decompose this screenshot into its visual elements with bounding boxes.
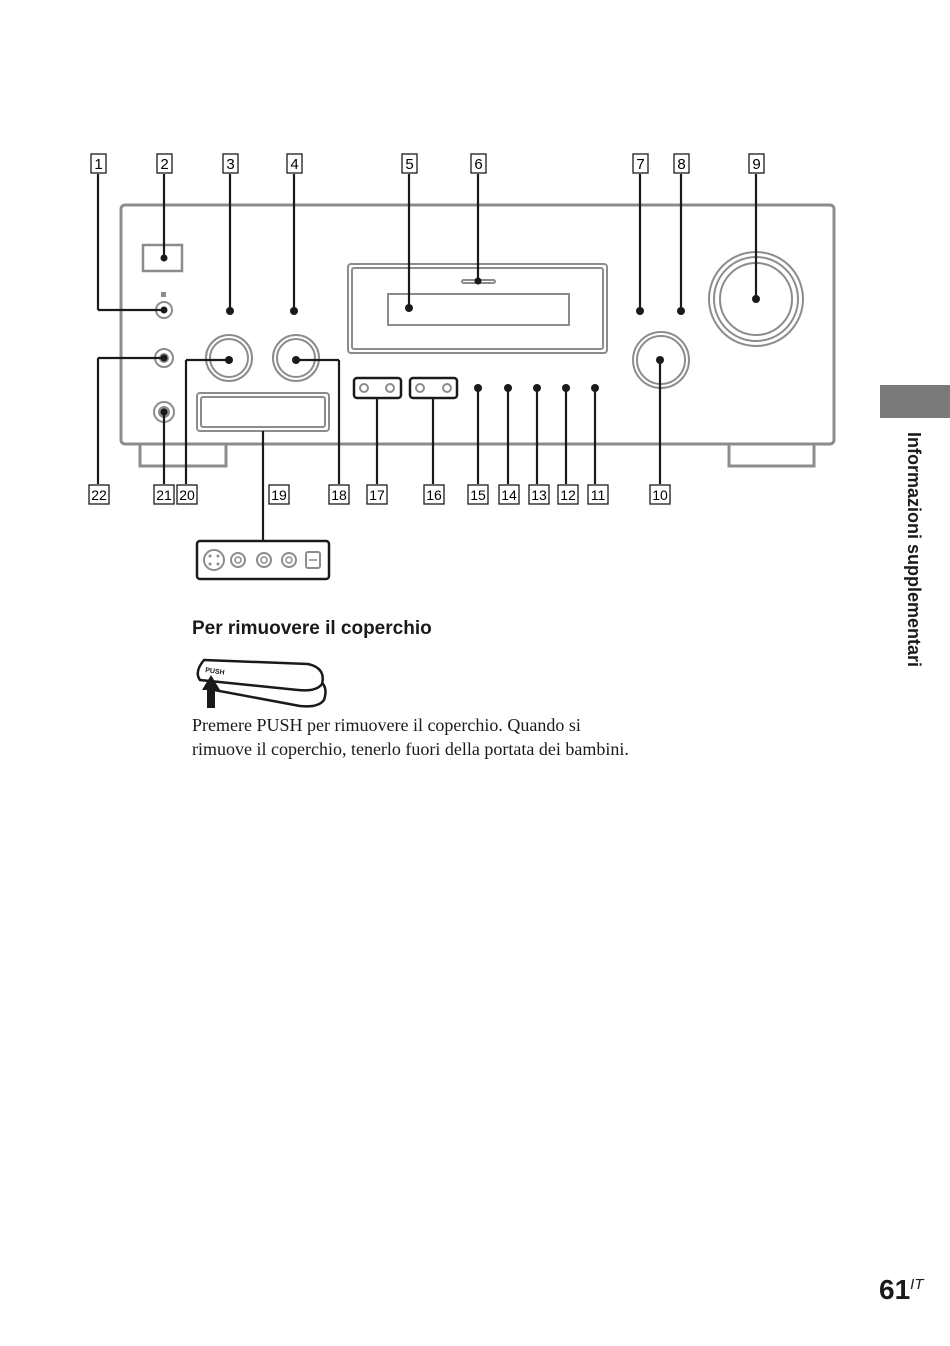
callout-16: 16	[423, 484, 445, 505]
svg-text:6: 6	[474, 156, 482, 173]
callouts-top: 1 2 3 4 5 6 7 8 9	[90, 153, 765, 174]
callout-5: 5	[401, 153, 418, 174]
callout-17: 17	[366, 484, 388, 505]
svg-text:13: 13	[531, 487, 547, 503]
svg-text:21: 21	[156, 487, 172, 503]
svg-text:9: 9	[752, 156, 760, 173]
callout-8: 8	[673, 153, 690, 174]
svg-text:3: 3	[226, 156, 234, 173]
svg-text:18: 18	[331, 487, 347, 503]
audio-r-jack	[281, 552, 297, 568]
page-language-suffix: IT	[910, 1276, 924, 1293]
callout-14: 14	[498, 484, 520, 505]
callout-4: 4	[286, 153, 303, 174]
push-label: PUSH	[205, 667, 225, 677]
callout-19: 19	[268, 484, 290, 505]
callout-15: 15	[467, 484, 489, 505]
standby-indicator	[161, 292, 166, 297]
callout-10: 10	[649, 484, 671, 505]
svg-text:5: 5	[405, 156, 413, 173]
page-number-value: 61	[879, 1274, 911, 1305]
callout-2: 2	[156, 153, 173, 174]
svg-text:16: 16	[426, 487, 442, 503]
callout-3: 3	[222, 153, 239, 174]
callouts-bottom: 22 21 20 19 18 17 16 15 14 13 12 11 10	[88, 484, 671, 505]
svg-text:11: 11	[591, 487, 606, 503]
side-tab-label: Informazioni supplementari	[904, 432, 924, 668]
svg-text:19: 19	[271, 487, 287, 503]
svg-text:1: 1	[94, 156, 102, 173]
push-cover-illustration: PUSH	[196, 658, 327, 708]
svg-text:22: 22	[91, 487, 107, 503]
svg-text:8: 8	[677, 156, 685, 173]
svg-text:4: 4	[290, 156, 298, 173]
svg-text:20: 20	[179, 487, 195, 503]
push-arrow-icon	[202, 675, 220, 708]
svg-text:2: 2	[160, 156, 168, 173]
front-cover	[196, 392, 330, 432]
page-number: 61IT	[879, 1274, 924, 1306]
video-jack	[230, 552, 246, 568]
callout-1: 1	[90, 153, 107, 174]
callout-6: 6	[470, 153, 487, 174]
svg-text:12: 12	[560, 487, 576, 503]
callout-22: 22	[88, 484, 110, 505]
leader-lines	[96, 174, 760, 541]
svg-text:7: 7	[636, 156, 644, 173]
side-tab	[880, 385, 950, 418]
svg-text:17: 17	[369, 487, 385, 503]
optical-jack	[305, 551, 321, 569]
power-switch	[141, 243, 184, 273]
button-groups	[352, 376, 459, 400]
callout-12: 12	[557, 484, 579, 505]
callout-13: 13	[528, 484, 550, 505]
s-video-jack	[203, 549, 225, 571]
svg-text:10: 10	[652, 487, 668, 503]
section-body: Premere PUSH per rimuovere il coperchio.…	[192, 715, 629, 759]
callout-18: 18	[328, 484, 350, 505]
section-heading: Per rimuovere il coperchio	[192, 618, 432, 639]
callout-21: 21	[153, 484, 175, 505]
callout-20: 20	[176, 484, 198, 505]
callout-11: 11	[587, 484, 609, 505]
receiver-front-panel-diagram: 1 2 3 4 5 6 7 8 9 22 21 20 19 18 17 16 1…	[88, 153, 836, 708]
svg-text:15: 15	[470, 487, 486, 503]
svg-text:14: 14	[501, 487, 517, 503]
front-input-panel	[195, 539, 331, 581]
callout-9: 9	[748, 153, 765, 174]
callout-7: 7	[632, 153, 649, 174]
knob-18	[272, 334, 320, 382]
panel-controls	[141, 243, 804, 432]
display-area	[387, 293, 570, 326]
audio-l-jack	[256, 552, 272, 568]
knob-20	[205, 334, 253, 382]
